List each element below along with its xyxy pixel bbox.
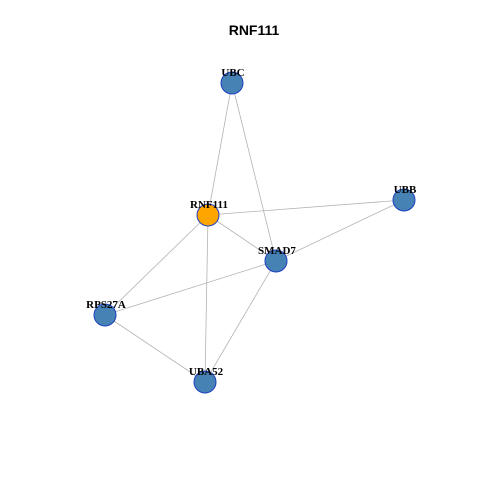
node-rnf111: RNF111 bbox=[190, 199, 228, 227]
node-circle-smad7 bbox=[264, 249, 288, 273]
edge-layer bbox=[104, 82, 405, 383]
node-label-smad7: SMAD7 bbox=[258, 245, 296, 257]
edge-rps27a-uba52 bbox=[104, 314, 206, 383]
node-rps27a: RPS27A bbox=[86, 299, 126, 327]
node-circle-uba52 bbox=[193, 370, 217, 394]
node-circle-rnf111 bbox=[196, 203, 220, 227]
edge-rnf111-smad7 bbox=[207, 214, 277, 262]
edge-ubc-rnf111 bbox=[207, 82, 233, 216]
node-circle-ubb bbox=[392, 188, 416, 212]
node-label-ubc: UBC bbox=[221, 67, 244, 79]
node-label-rnf111: RNF111 bbox=[190, 199, 228, 211]
node-ubb: UBB bbox=[392, 184, 417, 212]
node-circle-ubc bbox=[220, 71, 244, 95]
edge-ubb-smad7 bbox=[275, 199, 405, 262]
diagram-title: RNF111 bbox=[229, 22, 280, 38]
node-label-uba52: UBA52 bbox=[189, 366, 224, 378]
edge-smad7-uba52 bbox=[204, 260, 277, 383]
edge-rnf111-uba52 bbox=[204, 214, 209, 383]
edge-rnf111-rps27a bbox=[104, 214, 209, 316]
edge-smad7-rps27a bbox=[104, 260, 277, 316]
node-label-ubb: UBB bbox=[394, 184, 417, 196]
edge-rnf111-ubb bbox=[207, 199, 405, 216]
node-circle-rps27a bbox=[93, 303, 117, 327]
node-ubc: UBC bbox=[220, 67, 245, 95]
edge-ubc-smad7 bbox=[231, 82, 277, 262]
node-smad7: SMAD7 bbox=[258, 245, 296, 273]
node-uba52: UBA52 bbox=[189, 366, 224, 394]
node-label-rps27a: RPS27A bbox=[86, 299, 126, 311]
